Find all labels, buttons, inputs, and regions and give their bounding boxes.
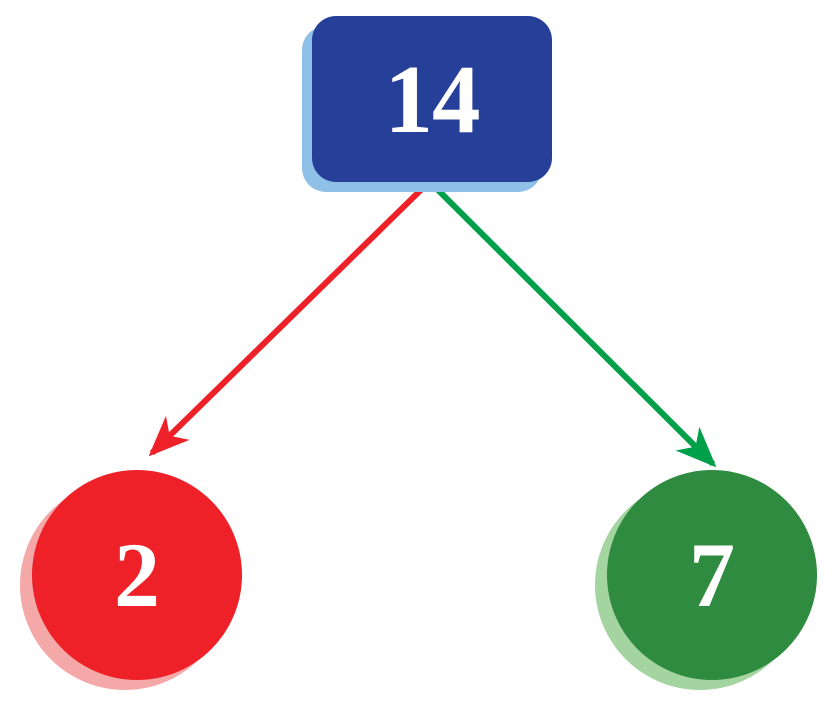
node-label-root: 14 [384,45,481,153]
node-body[interactable]: 7 [607,470,817,680]
node-label-left-child: 2 [114,524,160,626]
node-body[interactable]: 14 [312,16,552,182]
node-body[interactable]: 2 [32,470,242,680]
tree-node-left-child[interactable]: 2 [20,470,242,690]
edge-root-to-left [148,180,431,457]
tree-node-right-child[interactable]: 7 [595,470,817,690]
node-label-right-child: 7 [689,524,735,626]
edge-root-to-right [428,180,717,468]
tree-node-root[interactable]: 14 [302,16,552,192]
